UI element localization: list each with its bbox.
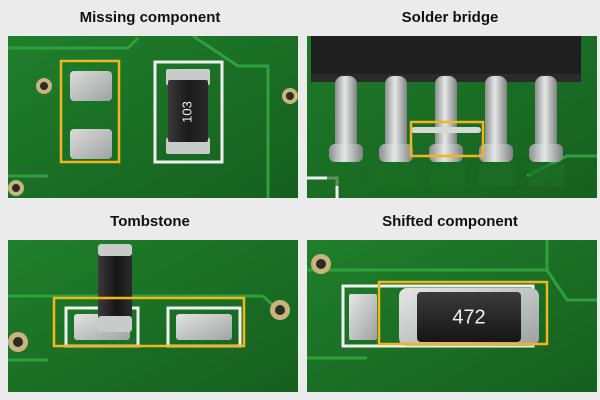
solder-bridge-image [307, 36, 597, 198]
panel-title-tombstone: Tombstone [110, 213, 190, 230]
shifted-component-image: 472 [307, 240, 597, 392]
resistor-body [417, 292, 521, 342]
panel-title-missing-component: Missing component [79, 9, 221, 26]
panel-tombstone [8, 240, 298, 392]
resistor-end-cap [98, 316, 132, 332]
panel-title-solder-bridge: Solder bridge [401, 9, 499, 26]
silkscreen-outline [153, 60, 224, 164]
empty-pad [70, 71, 112, 101]
pad [176, 314, 232, 340]
defect-highlight-box [52, 296, 246, 348]
resistor-marking: 472 [452, 306, 485, 328]
exposed-pad [349, 294, 377, 340]
ic-leads [329, 76, 563, 162]
pcb-trace [8, 36, 140, 50]
defect-highlight-box [59, 59, 121, 164]
panel-title-shifted-component: Shifted component [382, 213, 518, 230]
defect-highlight-box [409, 120, 485, 158]
solder-bridge [411, 127, 481, 133]
ic-package [311, 36, 581, 80]
resistor-marking: 103 [179, 101, 194, 123]
defect-highlight-box [377, 280, 549, 346]
panel-solder-bridge [307, 36, 597, 198]
missing-component-image: 103 [8, 36, 298, 198]
resistor-body [168, 80, 208, 142]
tombstoned-resistor [98, 244, 132, 320]
resistor-end-cap [98, 244, 132, 256]
panel-shifted-component: 472 [307, 240, 597, 392]
tombstone-image [8, 240, 298, 392]
pcb-trace [545, 269, 597, 302]
empty-pad [70, 129, 112, 159]
panel-missing-component: 103 [8, 36, 298, 198]
pcb-trace [192, 36, 270, 198]
